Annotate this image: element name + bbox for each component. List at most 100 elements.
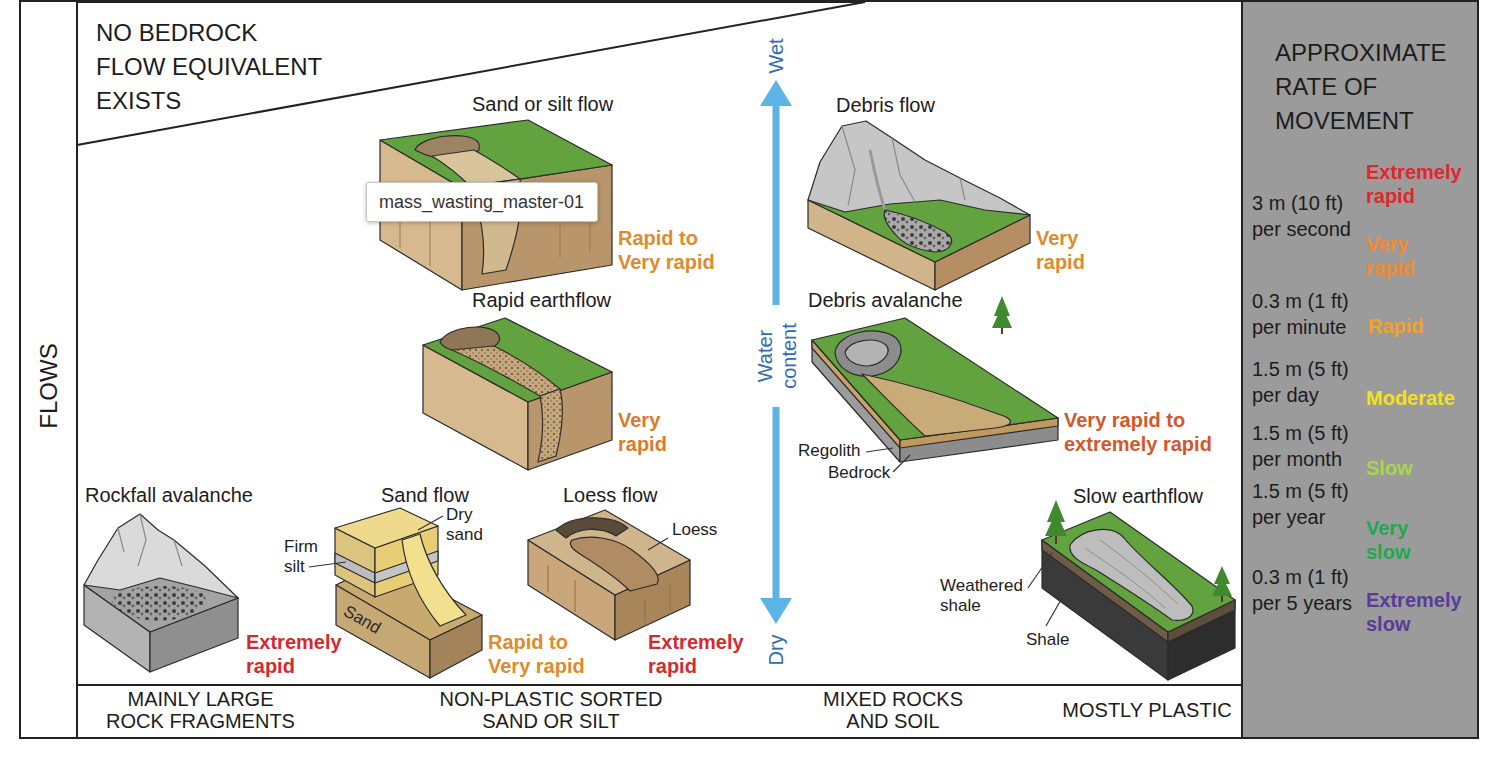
rate-class: Very rapid: [1366, 232, 1436, 280]
tooltip-box: mass_wasting_master-01: [366, 182, 598, 222]
tree-icon: [992, 306, 1012, 328]
block-sketch: [845, 340, 888, 366]
part-label: Sand: [340, 601, 384, 638]
axis-arrow: [773, 100, 780, 305]
block-sketch: [808, 121, 1030, 215]
block-sketch: [870, 150, 885, 210]
axis-label: Water content: [753, 318, 801, 394]
block-sketch: [812, 318, 1058, 440]
part-label: Regolith: [798, 441, 860, 461]
tooltip-text: mass_wasting_master-01: [379, 191, 584, 213]
block-sketch: [548, 565, 670, 622]
rate-value: 1.5 m (5 ft) per month: [1252, 420, 1364, 472]
block-sketch: [884, 210, 951, 252]
block-sketch: [528, 510, 690, 595]
axis-arrow: [760, 80, 792, 106]
leader-line: [309, 562, 346, 567]
region-note: NO BEDROCK FLOW EQUIVALENT EXISTS: [96, 16, 329, 118]
axis-arrow: [773, 407, 780, 604]
speed-label: Very rapid: [1036, 226, 1108, 274]
tree-icon: [1212, 576, 1232, 596]
frame-line: [20, 0, 1478, 739]
block-sketch: [538, 389, 563, 462]
axis-label: Wet: [764, 38, 788, 73]
rate-class: Extremely slow: [1366, 588, 1474, 636]
block-sketch: [84, 514, 238, 672]
frame-line: [19, 0, 21, 739]
block-sketch: [835, 331, 901, 376]
rate-class: Extremely rapid: [1366, 160, 1474, 208]
frame-line: [77, 684, 1242, 686]
row-heading: FLOWS: [34, 343, 63, 428]
rate-value: 3 m (10 ft) per second: [1252, 190, 1364, 242]
rate-class: Moderate: [1366, 386, 1455, 410]
block-sketch: [430, 615, 482, 678]
rate-value: 1.5 m (5 ft) per day: [1252, 356, 1364, 408]
block-sketch: [402, 534, 466, 626]
block-sketch: [1042, 512, 1235, 632]
block-sketch: [380, 120, 612, 188]
leader-line: [418, 516, 443, 530]
frame-line: [20, 737, 1478, 739]
block-sketch: [570, 537, 658, 591]
part-label: Dry sand: [446, 505, 494, 545]
block-sketch: [812, 318, 1058, 462]
tree-icon: [1001, 328, 1003, 334]
block-sketch: [538, 389, 563, 462]
block-sketch: [556, 518, 628, 538]
block-sketch: [1085, 540, 1178, 608]
leader-line: [309, 448, 1062, 626]
block-sketch: [335, 553, 375, 583]
row-header: FLOWS: [21, 2, 76, 685]
category-text: MIXED ROCKS AND SOIL: [803, 688, 983, 732]
block-sketch: [423, 318, 612, 402]
leader-line: [1028, 553, 1052, 588]
tree-icon: [992, 296, 1012, 334]
figure-title: Slow earthflow: [1073, 484, 1203, 508]
tree-icon: [1221, 596, 1223, 602]
rate-value: 0.3 m (1 ft) per minute: [1252, 288, 1364, 340]
axis-label: Dry: [764, 634, 788, 665]
block-sketch: [84, 514, 238, 598]
part-label: Bedrock: [828, 463, 890, 483]
leader-line: [648, 538, 668, 550]
tree-icon: [1045, 500, 1232, 602]
region-outline-box: NO BEDROCK FLOW EQUIVALENT EXISTS: [77, 2, 865, 145]
rate-value: 0.3 m (1 ft) per 5 years: [1252, 564, 1364, 616]
block-sketch: [808, 121, 1030, 290]
category-text: MOSTLY PLASTIC: [1047, 699, 1247, 721]
block-sketch: [884, 210, 951, 252]
rate-heading: APPROXIMATE RATE OF MOVEMENT: [1275, 36, 1470, 138]
axis-arrow: [760, 598, 792, 624]
rate-class: Rapid: [1368, 314, 1424, 338]
block-sketch: [862, 374, 1011, 436]
figure-title: Sand flow: [381, 483, 469, 507]
block-sketch: [380, 120, 612, 290]
figure-title: Debris avalanche: [808, 288, 963, 312]
leader-line: [866, 448, 893, 452]
speed-label: Extremely rapid: [648, 630, 758, 678]
category-band: MAINLY LARGE ROCK FRAGMENTS NON-PLASTIC S…: [78, 686, 1241, 737]
category-text: NON-PLASTIC SORTED SAND OR SILT: [426, 688, 676, 732]
category-text: MAINLY LARGE ROCK FRAGMENTS: [98, 688, 303, 732]
speed-label: Extremely rapid: [246, 630, 356, 678]
frame-line: [1477, 0, 1479, 739]
rate-value: 1.5 m (5 ft) per year: [1252, 478, 1364, 530]
block-sketch: [528, 510, 690, 640]
tree-icon: [1055, 536, 1057, 544]
block-sketch: [118, 514, 182, 566]
speed-label: Rapid to Very rapid: [488, 630, 606, 678]
figure-title: Loess flow: [563, 483, 658, 507]
speed-label: Very rapid: [618, 408, 690, 456]
block-sketch: [423, 318, 612, 470]
region-outline: [77, 2, 865, 145]
rate-class: Very slow: [1366, 516, 1436, 564]
block-sketch: [452, 346, 560, 396]
rate-panel: APPROXIMATE RATE OF MOVEMENT Extremely ra…: [1243, 2, 1477, 737]
rate-class: Slow: [1366, 456, 1413, 480]
speed-label: Rapid to Very rapid: [618, 226, 736, 274]
block-sketch: [1070, 530, 1193, 621]
figure-title: Debris flow: [836, 93, 935, 117]
